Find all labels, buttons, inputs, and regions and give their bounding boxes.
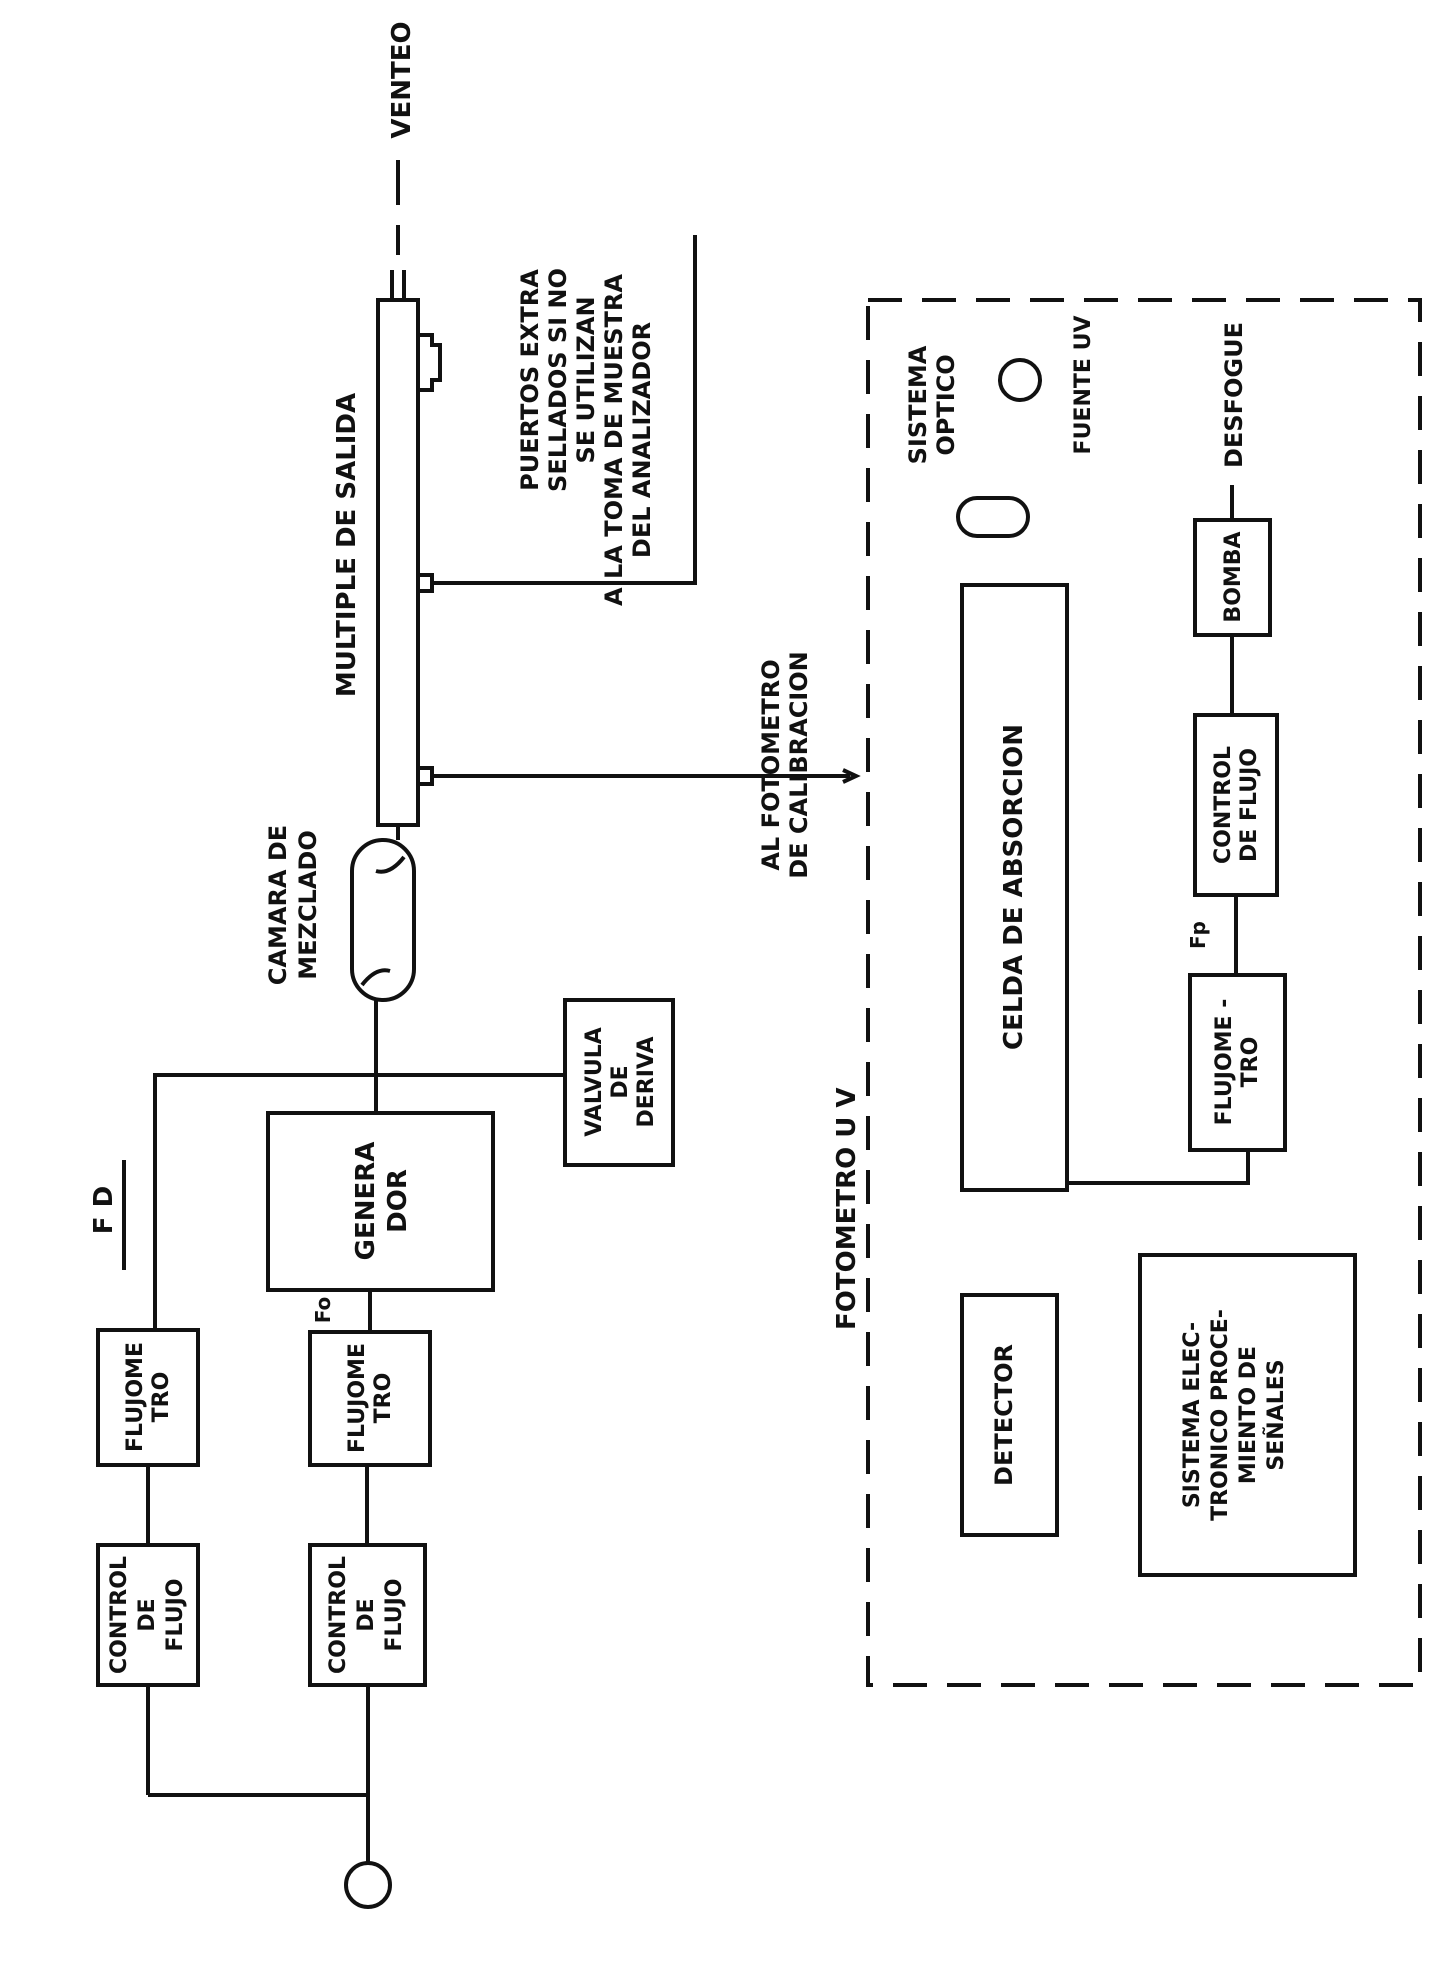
flujometro-box-2: FLUJOME TRO (308, 1330, 432, 1467)
toma-line-1: A LA TOMA DE MUESTRA (600, 274, 628, 606)
control-flujo-2-line-2: DE (354, 1598, 379, 1631)
sistema-electronico-box: SISTEMA ELEC- TRONICO PROCE- MIENTO DE S… (1138, 1253, 1357, 1577)
control-flujo-1-line-3: FLUJO (163, 1578, 188, 1651)
control-flujo-2-line-1: CONTROL (326, 1556, 351, 1674)
generador-line-1: GENERA (351, 1142, 381, 1261)
al-fotometro-line-1: AL FOTOMETRO (757, 659, 785, 870)
toma-line-2: DEL ANALIZADOR (628, 322, 656, 558)
control-flujo-1-line-1: CONTROL (107, 1556, 132, 1674)
al-fotometro-line-2: DE CALIBRACION (785, 651, 813, 878)
sistema-optico-line-1: SISTEMA (904, 345, 932, 464)
flujometro-1-line-2: TRO (149, 1372, 174, 1423)
gas-source-icon (344, 1861, 392, 1909)
camara-line-2: MEZCLADO (294, 830, 322, 979)
fo-label: Fo (311, 1297, 335, 1324)
detector-box: DETECTOR (960, 1293, 1059, 1537)
fotometro-uv-label: FOTOMETRO U V (832, 1087, 862, 1330)
fotometro-uv-enclosure (866, 298, 1422, 1687)
line-celda-flujometro (1067, 1150, 1250, 1185)
puertos-line-1: PUERTOS EXTRA (516, 269, 544, 491)
valvula-deriva-box: VALVULA DE DERIVA (563, 998, 675, 1167)
control-flujo-3-line-1: CONTROL (1211, 746, 1236, 864)
control-flujo-box-1: CONTROL DE FLUJO (96, 1543, 200, 1687)
fp-label: Fp (1186, 921, 1210, 949)
fuente-uv-label: FUENTE UV (1071, 316, 1096, 455)
desfogue-label: DESFOGUE (1220, 322, 1248, 468)
generador-box: GENERA DOR (266, 1111, 495, 1292)
bomba-box: BOMBA (1193, 518, 1272, 637)
bomba-label: BOMBA (1221, 531, 1246, 622)
control-flujo-3-line-2: DE FLUJO (1237, 748, 1262, 862)
valvula-line-2: DE (608, 1065, 633, 1098)
detector-label: DETECTOR (990, 1344, 1018, 1486)
multiple-salida-manifold (376, 270, 442, 827)
flujometro-3-line-1: FLUJOME - (1212, 999, 1237, 1126)
generador-line-2: DOR (383, 1169, 413, 1233)
flujometro-2-line-2: TRO (371, 1373, 396, 1424)
camara-mezclado-shape (350, 838, 416, 1002)
sistema-electronico-line-1: SISTEMA ELEC- (1180, 1322, 1205, 1508)
valvula-line-3: DERIVA (634, 1037, 659, 1128)
flujometro-3-line-2: TRO (1238, 1037, 1263, 1088)
lens-icon (956, 496, 1030, 538)
puertos-line-3: SE UTILIZAN (572, 296, 600, 463)
fd-bypass-line (153, 1073, 565, 1330)
fd-label: F D (89, 1186, 119, 1234)
control-flujo-2-line-3: FLUJO (382, 1578, 407, 1651)
sistema-electronico-line-4: SEÑALES (1263, 1359, 1289, 1470)
venteo-label: VENTEO (387, 21, 417, 138)
control-flujo-1-line-2: DE (135, 1598, 160, 1631)
puertos-line-2: SELLADOS SI NO (544, 268, 572, 492)
sistema-electronico-line-2: TRONICO PROCE- (1208, 1309, 1233, 1521)
analizador-line (432, 235, 697, 585)
sistema-electronico-line-3: MIENTO DE (1236, 1346, 1261, 1484)
flujometro-box-3: FLUJOME - TRO (1188, 973, 1287, 1152)
multiple-salida-label: MULTIPLE DE SALIDA (332, 393, 362, 697)
arrow-icon (842, 768, 861, 784)
camara-line-1: CAMARA DE (264, 825, 292, 985)
flujometro-2-line-1: FLUJOME (345, 1343, 370, 1453)
fuente-uv-lamp-icon (998, 358, 1042, 402)
celda-label: CELDA DE ABSORCION (999, 724, 1029, 1050)
flujometro-box-1: FLUJOME TRO (96, 1328, 200, 1467)
celda-absorcion-box: CELDA DE ABSORCION (960, 583, 1069, 1192)
flujometro-1-line-1: FLUJOME (123, 1342, 148, 1452)
valvula-line-1: VALVULA (582, 1027, 607, 1136)
control-flujo-box-2: CONTROL DE FLUJO (308, 1543, 427, 1687)
sistema-optico-line-2: OPTICO (932, 354, 960, 455)
control-flujo-box-3: CONTROL DE FLUJO (1193, 713, 1279, 897)
